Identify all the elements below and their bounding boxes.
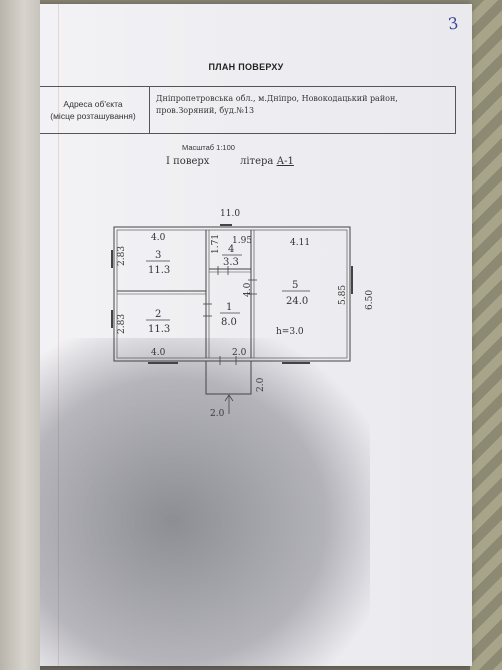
porch-wall xyxy=(205,361,252,395)
dim-room2-width: 4.0 xyxy=(151,348,166,358)
litera-value: А-1 xyxy=(276,156,294,167)
room-5-number: 5 xyxy=(292,280,298,291)
address-label-line1: Адреса об'єкта xyxy=(63,99,123,109)
floor-plan: 11.0 4.0 4.11 1.95 4.0 2.0 2.0 2.83 2.83… xyxy=(111,209,375,419)
dim-right-inner: 5.85 xyxy=(338,285,348,305)
litera-text: літера xyxy=(240,156,274,167)
room-4-area: 3.3 xyxy=(223,257,239,268)
room-4-number: 4 xyxy=(228,244,234,255)
ceiling-height: h=3.0 xyxy=(276,327,304,337)
scale-label: Масштаб 1:100 xyxy=(182,143,235,152)
binder-cover xyxy=(0,0,40,670)
page-title: ПЛАН ПОВЕРХУ xyxy=(208,62,284,72)
room-3-number: 3 xyxy=(155,250,161,261)
room-1-area: 8.0 xyxy=(221,317,237,328)
address-value: Дніпропетровська обл., м.Дніпро, Новокод… xyxy=(150,87,455,133)
dim-room4-height: 1.71 xyxy=(211,234,221,254)
dim-room5-width: 4.11 xyxy=(290,238,310,248)
address-value-line2: пров.Зоряний, буд.№13 xyxy=(156,106,255,115)
floor-label: І поверх xyxy=(166,156,210,167)
margin-line xyxy=(58,4,59,666)
room-1-number: 1 xyxy=(226,302,232,313)
dim-room1-height: 4.0 xyxy=(243,282,253,297)
dim-porch-height: 2.0 xyxy=(256,377,266,392)
background-fabric xyxy=(470,0,502,670)
address-label-line2: (місце розташування) xyxy=(50,111,136,121)
document-page: 3 ПЛАН ПОВЕРХУ Адреса об'єкта (місце роз… xyxy=(20,4,472,666)
dim-room3-width: 4.0 xyxy=(151,233,166,243)
dim-total-height: 6.50 xyxy=(365,290,375,310)
dim-total-width: 11.0 xyxy=(220,209,240,219)
room-2-area: 11.3 xyxy=(148,324,170,335)
litera-label: літера А-1 xyxy=(240,156,294,167)
dim-porch-width: 2.0 xyxy=(232,348,247,358)
room-2-number: 2 xyxy=(155,309,161,320)
address-label: Адреса об'єкта (місце розташування) xyxy=(37,87,150,133)
room-5-area: 24.0 xyxy=(286,296,308,307)
room-3-area: 11.3 xyxy=(148,265,170,276)
dim-room4-width: 1.95 xyxy=(232,236,252,246)
dim-room3-height: 2.83 xyxy=(117,246,127,266)
dim-porch-bottom: 2.0 xyxy=(210,409,225,419)
address-value-line1: Дніпропетровська обл., м.Дніпро, Новокод… xyxy=(156,94,398,103)
dim-room2-height: 2.83 xyxy=(117,314,127,334)
